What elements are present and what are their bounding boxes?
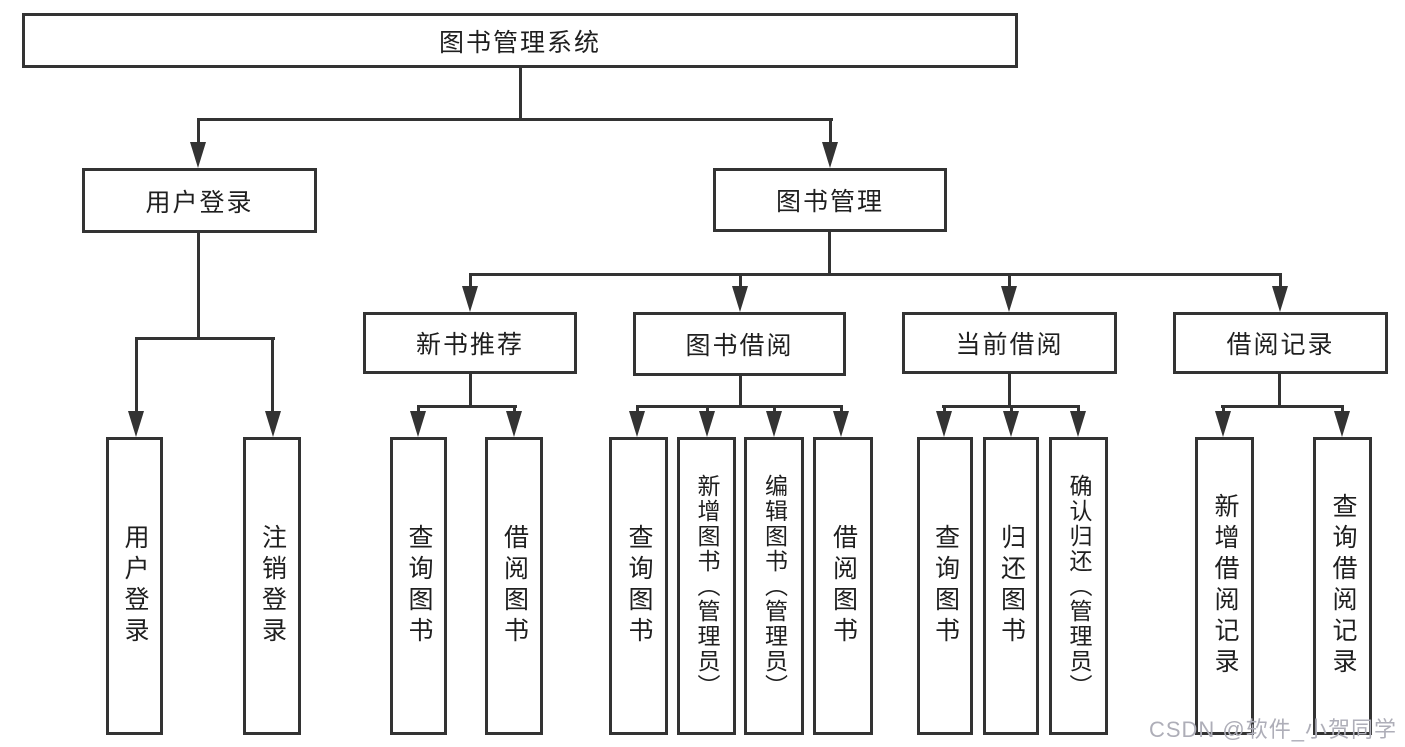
node-leaf-add-borrow-record: 新增借阅记录 xyxy=(1195,437,1254,735)
node-current-borrowing: 当前借阅 xyxy=(902,312,1117,374)
arrow-down-icon xyxy=(699,411,715,437)
connector-line xyxy=(739,375,742,408)
arrow-down-icon xyxy=(128,411,144,437)
arrow-down-icon xyxy=(833,411,849,437)
node-leaf-query-books: 查询图书 xyxy=(609,437,668,735)
arrow-down-icon xyxy=(1001,286,1017,312)
node-label: 归还图书 xyxy=(997,524,1026,648)
connector-line xyxy=(1008,273,1011,289)
node-label: 新书推荐 xyxy=(415,331,524,359)
connector-line xyxy=(469,273,1282,276)
node-label: 查询借阅记录 xyxy=(1329,493,1357,679)
connector-line xyxy=(135,337,138,414)
connector-line xyxy=(197,232,200,340)
connector-line xyxy=(943,405,946,415)
arrow-down-icon xyxy=(1070,411,1086,437)
arrow-down-icon xyxy=(1215,411,1231,437)
node-label: 编辑图书（管理员） xyxy=(761,473,788,699)
node-library-management-system: 图书管理系统 xyxy=(22,13,1018,68)
node-leaf-confirm-return-admin: 确认归还（管理员） xyxy=(1049,437,1108,735)
connector-line xyxy=(197,118,833,121)
arrow-down-icon xyxy=(265,411,281,437)
connector-line xyxy=(271,337,274,414)
arrow-down-icon xyxy=(1334,411,1350,437)
connector-line xyxy=(840,405,843,415)
node-leaf-borrow-books: 借阅图书 xyxy=(813,437,873,735)
connector-line xyxy=(1221,405,1344,408)
node-label: 当前借阅 xyxy=(955,331,1064,359)
connector-line xyxy=(773,405,776,415)
connector-line xyxy=(829,118,832,146)
connector-line xyxy=(417,405,517,408)
node-label: 查询图书 xyxy=(405,524,433,648)
node-label: 注销登录 xyxy=(258,524,287,648)
node-label: 新增借阅记录 xyxy=(1211,493,1239,679)
node-label: 图书借阅 xyxy=(685,332,794,360)
arrow-down-icon xyxy=(410,411,426,437)
connector-line xyxy=(636,405,843,408)
arrow-down-icon xyxy=(766,411,782,437)
node-leaf-return-books: 归还图书 xyxy=(983,437,1039,735)
node-leaf-add-books-admin: 新增图书（管理员） xyxy=(677,437,736,735)
arrow-down-icon xyxy=(1003,411,1019,437)
node-label: 借阅图书 xyxy=(500,524,529,648)
connector-line xyxy=(1279,273,1282,289)
connector-line xyxy=(1077,405,1080,415)
connector-line xyxy=(636,405,639,415)
node-leaf-user-login: 用户登录 xyxy=(106,437,163,735)
node-label: 确认归还（管理员） xyxy=(1066,473,1092,699)
arrow-down-icon xyxy=(629,411,645,437)
arrow-down-icon xyxy=(936,411,952,437)
node-label: 图书管理 xyxy=(775,188,884,216)
connector-line xyxy=(469,373,472,408)
node-leaf-query-books: 查询图书 xyxy=(917,437,973,735)
connector-line xyxy=(469,273,472,289)
node-label: 图书管理系统 xyxy=(438,28,601,57)
csdn-watermark: CSDN @软件_小贺同学 xyxy=(1148,717,1397,742)
connector-line xyxy=(706,405,709,415)
connector-line xyxy=(417,405,420,415)
arrow-down-icon xyxy=(506,411,522,437)
node-borrowing-records: 借阅记录 xyxy=(1173,312,1388,374)
node-new-book-recommend: 新书推荐 xyxy=(363,312,577,374)
connector-line xyxy=(1341,405,1344,415)
connector-line xyxy=(513,405,516,415)
node-book-borrowing: 图书借阅 xyxy=(633,312,846,376)
node-label: 用户登录 xyxy=(145,188,254,217)
node-leaf-query-books: 查询图书 xyxy=(390,437,447,735)
connector-line xyxy=(1010,405,1013,415)
arrow-down-icon xyxy=(732,286,748,312)
connector-line xyxy=(519,68,522,121)
node-user-login: 用户登录 xyxy=(82,168,317,233)
connector-line xyxy=(828,231,831,276)
node-label: 借阅记录 xyxy=(1226,331,1335,359)
node-leaf-query-borrow-record: 查询借阅记录 xyxy=(1313,437,1372,735)
arrow-down-icon xyxy=(190,142,206,168)
connector-line xyxy=(197,118,200,146)
node-label: 查询图书 xyxy=(625,524,653,648)
node-label: 查询图书 xyxy=(931,524,960,648)
connector-line xyxy=(1008,373,1011,408)
node-leaf-edit-books-admin: 编辑图书（管理员） xyxy=(744,437,804,735)
connector-line xyxy=(135,337,275,340)
node-label: 新增图书（管理员） xyxy=(694,473,720,699)
arrow-down-icon xyxy=(462,286,478,312)
connector-line xyxy=(1222,405,1225,415)
connector-line xyxy=(1278,373,1281,408)
node-leaf-logout: 注销登录 xyxy=(243,437,301,735)
node-label: 用户登录 xyxy=(121,524,149,648)
connector-line xyxy=(739,273,742,289)
arrow-down-icon xyxy=(1272,286,1288,312)
node-book-management: 图书管理 xyxy=(713,168,947,232)
arrow-down-icon xyxy=(822,142,838,168)
node-leaf-borrow-books: 借阅图书 xyxy=(485,437,543,735)
node-label: 借阅图书 xyxy=(829,524,858,648)
